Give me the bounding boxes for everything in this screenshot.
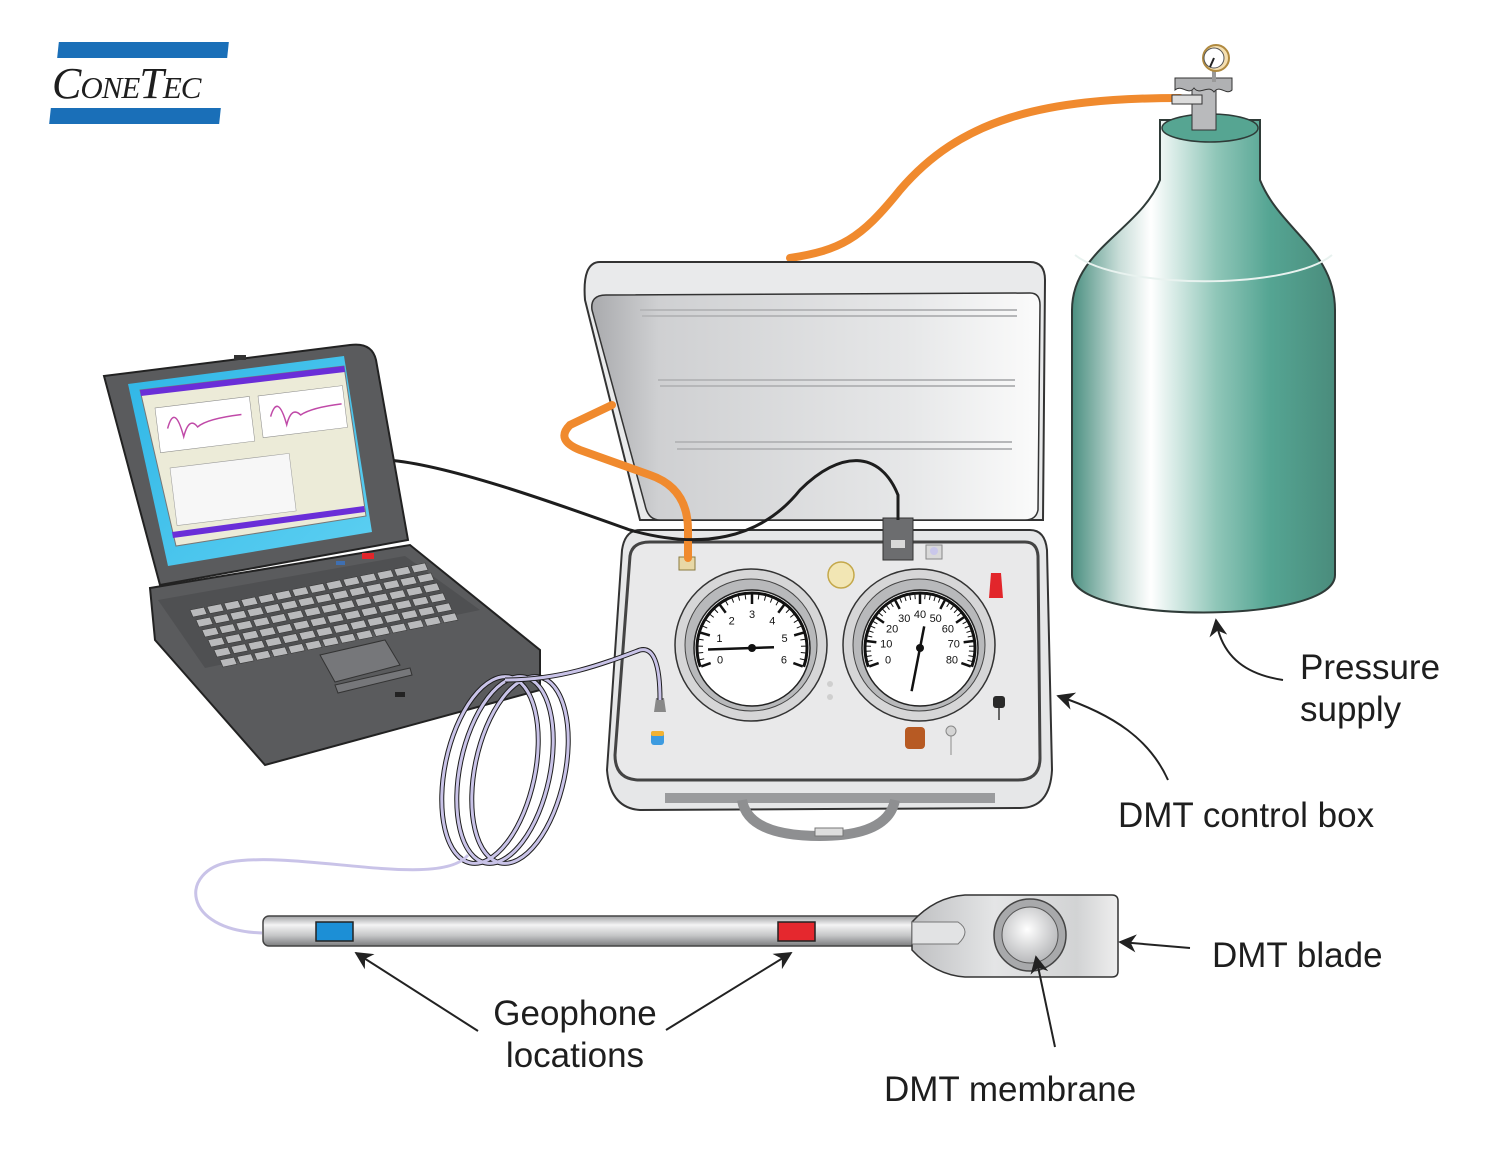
dmt-rod xyxy=(263,916,968,946)
label-geophone-line2: locations xyxy=(470,1036,680,1076)
label-geophone-line1: Geophone xyxy=(470,994,680,1034)
gauge-tick-label: 50 xyxy=(930,613,942,625)
logo-text: ConeTec xyxy=(52,60,200,108)
geophone-2-marker xyxy=(778,922,815,941)
arrow-control-box xyxy=(1058,696,1168,780)
control-box-lid xyxy=(585,262,1045,520)
arrow-geophone-2 xyxy=(666,953,791,1030)
gauge-tick-label: 3 xyxy=(749,609,755,621)
logo-bar-bottom xyxy=(49,108,221,124)
gauge-major-tick xyxy=(964,641,974,642)
gauge-tick-label: 0 xyxy=(885,655,891,667)
gauge-tick-label: 10 xyxy=(880,639,892,651)
gauge-minor-tick xyxy=(758,594,759,599)
gauge-major-tick xyxy=(866,641,876,642)
pressure-cylinder xyxy=(1072,45,1335,613)
label-dmt-membrane: DMT membrane xyxy=(884,1070,1136,1110)
gauge-tick-label: 6 xyxy=(781,655,787,667)
gauge-tick-label: 5 xyxy=(782,633,788,645)
gauge-tick-label: 40 xyxy=(914,609,926,621)
arrow-pressure-supply xyxy=(1216,620,1283,680)
label-pressure-supply-line1: Pressure xyxy=(1300,648,1440,688)
conetec-logo: ConeTec xyxy=(46,40,230,126)
geophone-1-marker xyxy=(316,922,353,941)
gauge-tick-label: 4 xyxy=(769,616,775,628)
logo-bar-top xyxy=(57,42,229,58)
gauge-tick-label: 30 xyxy=(898,613,910,625)
gauge-tick-label: 20 xyxy=(886,623,898,635)
label-pressure-supply-line2: supply xyxy=(1300,690,1401,730)
laptop xyxy=(104,345,540,765)
gauge-tick-label: 70 xyxy=(948,639,960,651)
gauge-tick-label: 80 xyxy=(946,655,958,667)
label-control-box: DMT control box xyxy=(1118,796,1374,836)
gauge-left: 0 12 3 45 6 xyxy=(675,569,827,721)
gauge-minor-tick xyxy=(745,594,746,599)
gauge-tick-label: 2 xyxy=(729,616,735,628)
dmt-blade xyxy=(912,895,1118,977)
gauge-tick-label: 1 xyxy=(716,633,722,645)
label-dmt-blade: DMT blade xyxy=(1212,936,1383,976)
gauge-tick-label: 60 xyxy=(942,623,954,635)
gauge-tick-label: 0 xyxy=(717,655,723,667)
arrow-geophone-1 xyxy=(356,953,478,1031)
arrow-blade xyxy=(1120,942,1190,948)
